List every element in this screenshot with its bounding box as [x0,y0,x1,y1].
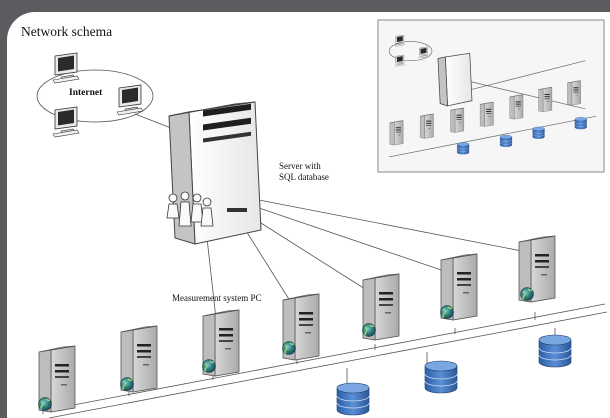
diagram-title: Network schema [21,24,113,39]
globe-icon [119,376,135,392]
network-diagram [36,19,608,418]
database-icon [336,382,370,416]
server-label-line2: SQL database [279,172,329,182]
inset-thumbnail [377,19,605,173]
globe-icon [361,322,377,338]
monitor-icon [52,106,80,138]
internet-cloud-ring [36,69,154,123]
people-icon [166,191,214,227]
monitor-icon [116,84,144,116]
measurement-pcs [37,235,556,413]
globe-icon [37,396,53,412]
internet-label: Internet [69,88,103,98]
globe-icon [281,340,297,356]
monitor-icon [52,52,80,84]
diagram-panel: Network schema [7,12,610,418]
globe-icon [201,358,217,374]
globe-icon [519,286,535,302]
measurement-pc-label: Measurement system PC [172,293,262,303]
server-label-line1: Server with [279,161,321,171]
network-links [42,199,608,418]
database-icon [538,334,572,368]
server-label: Server with SQL database [279,161,329,183]
globe-icon [439,304,455,320]
database-icon [424,360,458,394]
